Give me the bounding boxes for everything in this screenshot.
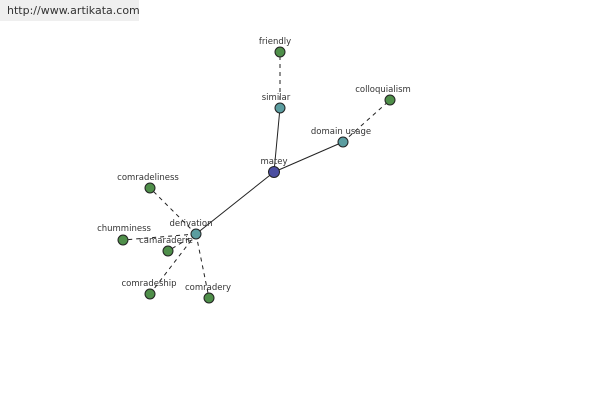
node-comradeship[interactable]	[144, 288, 156, 300]
node-label-similar[interactable]: similar	[262, 93, 291, 103]
node-camaraderie[interactable]	[162, 245, 174, 257]
node-label-chumminess[interactable]: chumminess	[97, 224, 151, 234]
node-label-domain-usage[interactable]: domain usage	[311, 127, 371, 137]
url-banner: http://www.artikata.com	[0, 0, 140, 21]
edge-derivation-comradeliness	[149, 187, 197, 235]
node-derivation[interactable]	[190, 228, 202, 240]
node-label-colloquialism[interactable]: colloquialism	[355, 85, 411, 95]
edge-matey-domain-usage	[273, 141, 344, 173]
node-label-camaraderie[interactable]: camaraderie	[139, 236, 193, 246]
node-label-comradery[interactable]: comradery	[185, 283, 231, 293]
node-domain-usage[interactable]	[337, 136, 349, 148]
node-chumminess[interactable]	[117, 234, 129, 246]
edge-matey-similar	[273, 107, 281, 173]
node-comradery[interactable]	[203, 292, 215, 304]
node-colloquialism[interactable]	[384, 94, 396, 106]
node-similar[interactable]	[274, 102, 286, 114]
node-friendly[interactable]	[274, 46, 286, 58]
node-label-comradeliness[interactable]: comradeliness	[117, 173, 179, 183]
node-label-matey[interactable]: matey	[260, 157, 287, 167]
node-label-friendly[interactable]: friendly	[259, 37, 291, 47]
node-label-derivation[interactable]: derivation	[169, 219, 212, 229]
edge-derivation-comradery	[195, 233, 210, 299]
node-label-comradeship[interactable]: comradeship	[121, 279, 176, 289]
edge-matey-derivation	[195, 171, 275, 235]
node-comradeliness[interactable]	[144, 182, 156, 194]
edge-domain-usage-colloquialism	[342, 99, 391, 143]
node-matey[interactable]	[268, 166, 280, 178]
site-url-link[interactable]: http://www.artikata.com	[7, 4, 140, 17]
